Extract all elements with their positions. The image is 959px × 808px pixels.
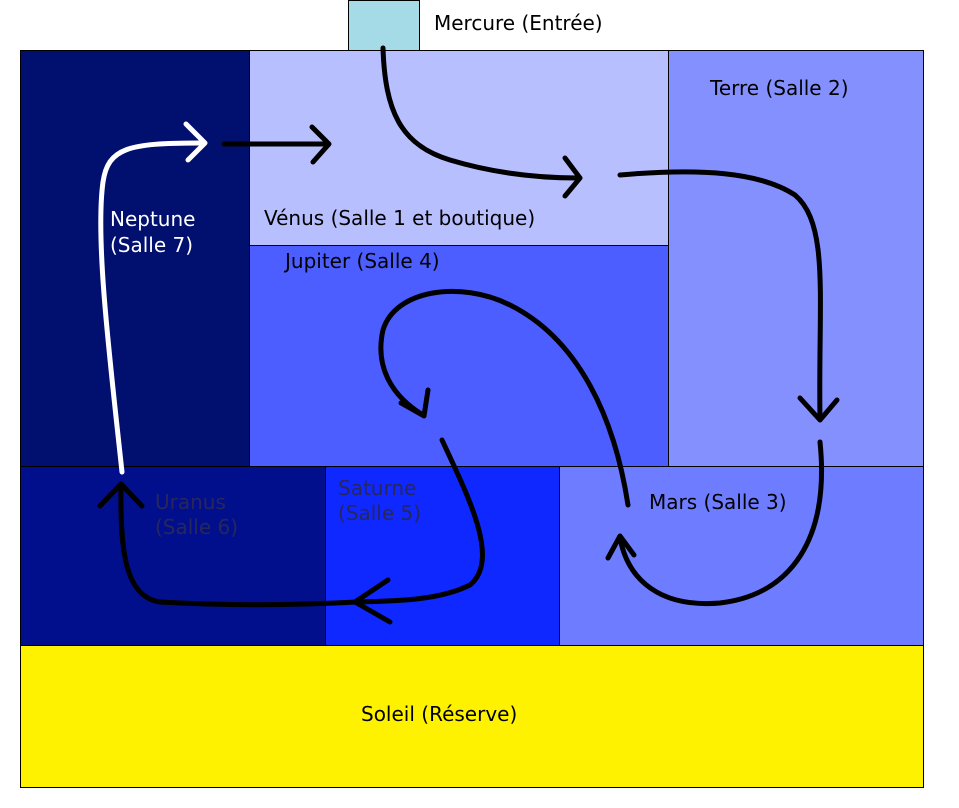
room-terre	[668, 50, 924, 467]
label-neptune-room: (Salle 7)	[110, 233, 194, 257]
label-saturne-name: Saturne	[338, 476, 417, 500]
room-jupiter	[249, 245, 669, 467]
room-soleil	[20, 645, 924, 788]
label-jupiter: Jupiter (Salle 4)	[285, 249, 440, 273]
label-uranus-room: (Salle 6)	[155, 515, 239, 539]
label-neptune-name: Neptune	[110, 207, 196, 231]
label-terre: Terre (Salle 2)	[710, 76, 849, 100]
label-venus: Vénus (Salle 1 et boutique)	[264, 206, 536, 230]
room-mercure	[348, 0, 420, 51]
label-mercure: Mercure (Entrée)	[434, 11, 603, 35]
label-saturne-room: (Salle 5)	[338, 501, 422, 525]
room-neptune	[20, 50, 250, 467]
label-soleil: Soleil (Réserve)	[361, 702, 518, 726]
label-mars: Mars (Salle 3)	[649, 490, 787, 514]
label-uranus-name: Uranus	[155, 490, 226, 514]
